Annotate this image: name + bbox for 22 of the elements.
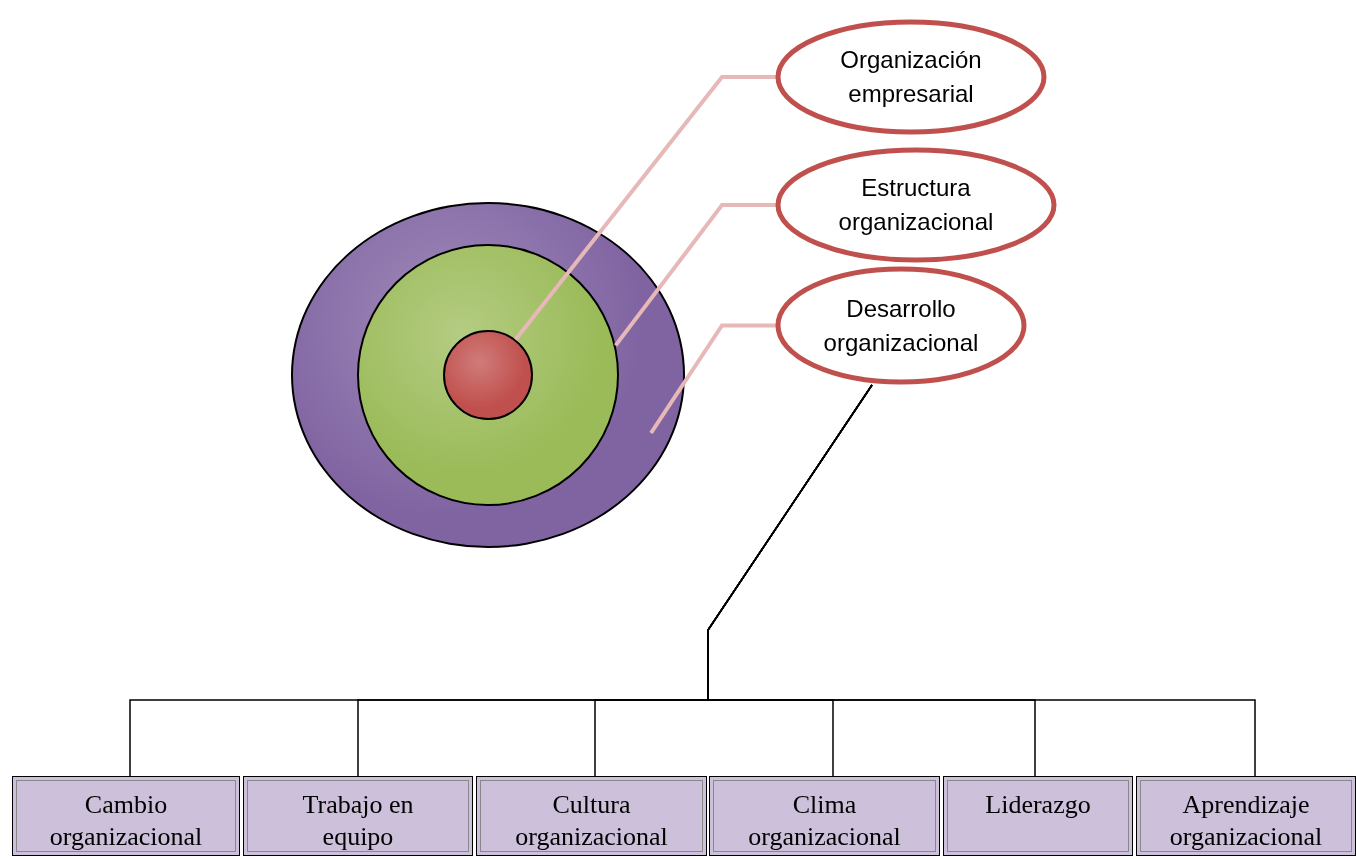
topic-label: Trabajo en equipo (301, 789, 415, 853)
leader-line (649, 323, 777, 435)
leader-line (614, 203, 777, 347)
tree-connector (707, 384, 1256, 777)
leader-line (514, 75, 777, 341)
topic-box (476, 776, 707, 856)
topic-ellipse (775, 266, 1027, 385)
topic-label: Liderazgo (985, 789, 1091, 821)
topic-label: Organización empresarial (839, 45, 983, 109)
topic-ellipse (775, 147, 1057, 263)
topic-box (709, 776, 940, 856)
topic-box (243, 776, 473, 856)
topic-label: Aprendizaje organizacional (1168, 789, 1324, 853)
topic-ellipse (775, 19, 1047, 135)
topic-box (1136, 776, 1356, 856)
topic-label: Cambio organizacional (48, 789, 204, 853)
topic-label: Desarrollo organizacional (822, 293, 980, 358)
topic-label: Estructura organizacional (837, 173, 995, 237)
topic-box (12, 776, 240, 856)
topic-box (943, 776, 1133, 856)
topic-label: Cultura organizacional (514, 789, 669, 853)
topic-label: Clima organizacional (747, 789, 902, 853)
